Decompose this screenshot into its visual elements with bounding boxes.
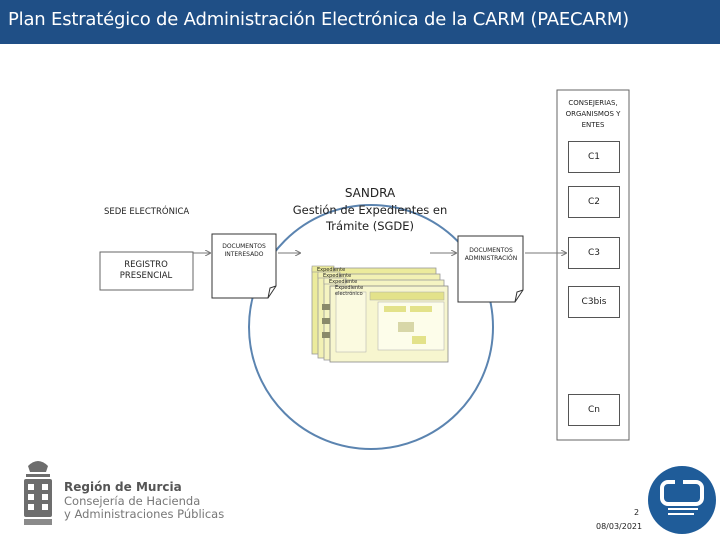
documentos-interesado-label: DOCUMENTOS INTERESADO [222,243,266,258]
folder-label-1: Expediente [317,267,346,273]
documentos-interesado-shape [211,233,277,299]
sandra-circle [248,204,494,450]
folder-label-3: Expediente [329,279,358,285]
documentos-administracion-shape [457,235,524,303]
c1-box: C1 [568,141,620,173]
sandra-title: SANDRA [344,186,396,200]
c2-box: C2 [568,186,620,218]
folder-label-2: Expediente [323,273,352,279]
c3bis-box: C3bis [568,286,620,318]
region-name: Región de Murcia [64,480,182,494]
documentos-administracion-label: DOCUMENTOS ADMINISTRACIÓN [464,247,518,262]
expediente-folders-illustration [311,265,449,363]
header-bar: Plan Estratégico de Administración Elect… [0,0,720,44]
department-line-2: y Administraciones Públicas [64,507,225,521]
date-label: 08/03/2021 [596,522,643,531]
consejerias-label: CONSEJERIAS, ORGANISMOS Y ENTES [565,99,621,129]
page-number: 2 [634,508,640,517]
sede-electronica-label: SEDE ELECTRÓNICA [104,207,190,217]
c3-box: C3 [568,237,620,269]
department-line-1: Consejería de Hacienda [64,494,201,508]
page-title: Plan Estratégico de Administración Elect… [8,9,629,30]
sandra-subtitle: Gestión de Expedientes en Trámite (SGDE) [292,203,448,233]
registro-box [99,251,194,291]
folder-label-4: Expediente electrónico [335,285,364,297]
registro-presencial-label: REGISTRO PRESENCIAL [119,260,173,281]
cn-box: Cn [568,394,620,426]
